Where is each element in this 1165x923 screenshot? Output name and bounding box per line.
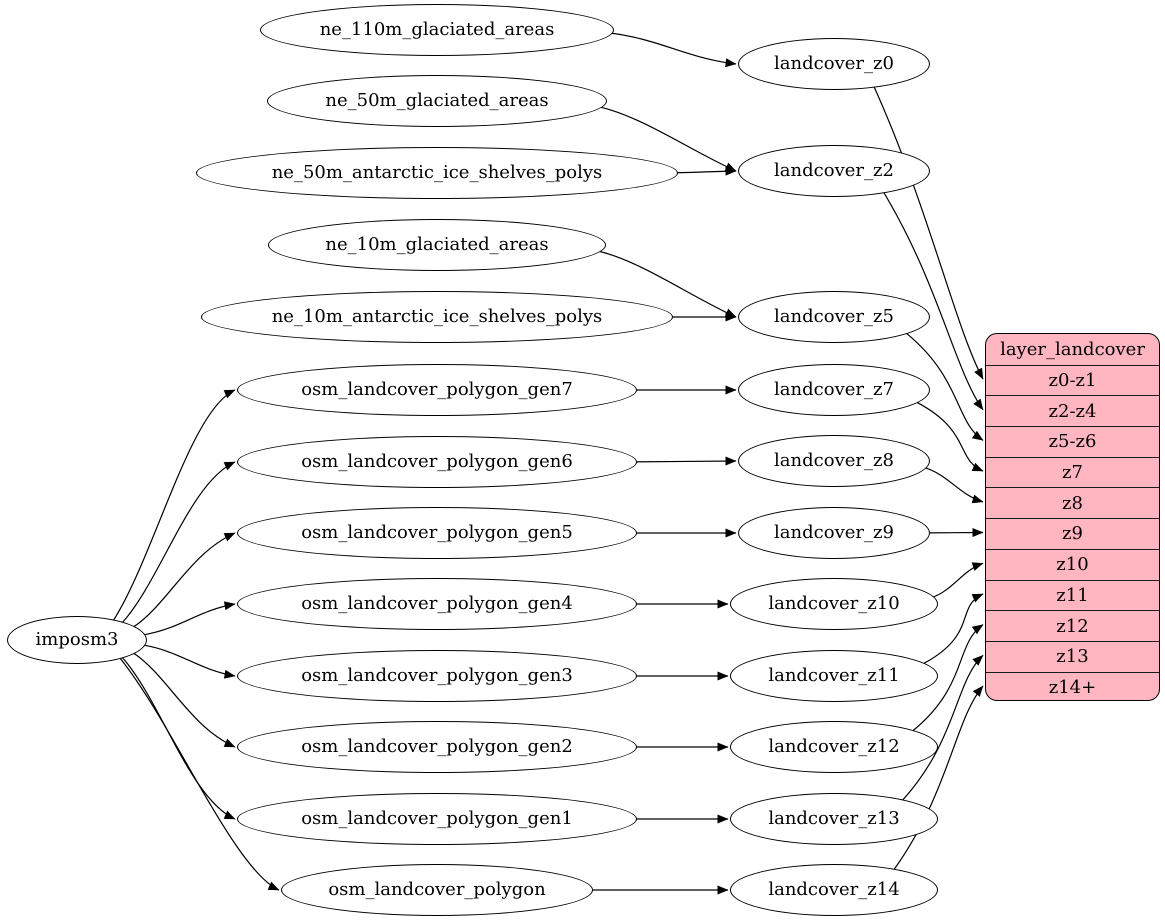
edge-landcover_z0-to-layer_landcover-z0-z1 bbox=[873, 86, 984, 380]
edge-imposm3-to-osm_landcover_polygon_gen5 bbox=[133, 532, 236, 628]
edge-landcover_z2-to-layer_landcover-z2-z4 bbox=[883, 192, 984, 411]
table-row-z12: z12 bbox=[986, 610, 1159, 641]
node-label: landcover_z7 bbox=[774, 379, 894, 400]
edge-landcover_z12-to-layer_landcover-z12 bbox=[912, 624, 984, 732]
node-osm_landcover_polygon_gen5: osm_landcover_polygon_gen5 bbox=[237, 507, 637, 559]
node-osm_landcover_polygon_gen7: osm_landcover_polygon_gen7 bbox=[237, 364, 637, 416]
edge-imposm3-to-osm_landcover_polygon_gen6 bbox=[122, 461, 236, 623]
node-label: landcover_z0 bbox=[774, 53, 894, 74]
node-label: osm_landcover_polygon_gen4 bbox=[301, 593, 573, 614]
edge-ne_50m_antarctic_ice_shelves_polys-to-landcover_z2 bbox=[673, 166, 737, 176]
node-label: osm_landcover_polygon_gen7 bbox=[301, 379, 573, 400]
edge-landcover_z14-to-layer_landcover-z14+ bbox=[893, 685, 984, 870]
node-landcover_z7: landcover_z7 bbox=[738, 364, 930, 416]
node-label: osm_landcover_polygon_gen6 bbox=[301, 451, 573, 472]
edge-osm_landcover_polygon_gen6-to-landcover_z8 bbox=[632, 456, 737, 466]
node-label: landcover_z12 bbox=[768, 736, 900, 757]
node-label: osm_landcover_polygon_gen2 bbox=[301, 736, 573, 757]
edge-imposm3-to-osm_landcover_polygon_gen1 bbox=[121, 657, 236, 820]
edge-imposm3-to-osm_landcover_polygon_gen7 bbox=[113, 389, 236, 621]
node-landcover_z11: landcover_z11 bbox=[730, 650, 938, 702]
node-imposm3: imposm3 bbox=[7, 616, 147, 664]
table-row-z7: z7 bbox=[986, 456, 1159, 488]
table-row-z0-z1: z0-z1 bbox=[986, 364, 1159, 396]
node-osm_landcover_polygon: osm_landcover_polygon bbox=[281, 864, 593, 916]
node-landcover_z8: landcover_z8 bbox=[738, 435, 930, 487]
node-osm_landcover_polygon_gen6: osm_landcover_polygon_gen6 bbox=[237, 436, 637, 488]
node-label: landcover_z9 bbox=[774, 522, 894, 543]
node-landcover_z14: landcover_z14 bbox=[730, 864, 938, 916]
table-row-z8: z8 bbox=[986, 487, 1159, 518]
node-label: landcover_z11 bbox=[768, 665, 900, 686]
edge-imposm3-to-osm_landcover_polygon_gen3 bbox=[143, 644, 236, 679]
node-label: ne_110m_glaciated_areas bbox=[319, 19, 555, 40]
node-label: ne_50m_glaciated_areas bbox=[325, 90, 549, 111]
node-landcover_z9: landcover_z9 bbox=[738, 507, 930, 559]
node-label: landcover_z10 bbox=[768, 593, 900, 614]
edge-ne_110m_glaciated_areas-to-landcover_z0 bbox=[609, 32, 737, 68]
node-label: imposm3 bbox=[35, 629, 119, 650]
node-label: osm_landcover_polygon_gen1 bbox=[301, 808, 573, 829]
edge-landcover_z11-to-layer_landcover-z11 bbox=[923, 593, 984, 665]
node-ne_10m_antarctic_ice_shelves_polys: ne_10m_antarctic_ice_shelves_polys bbox=[201, 291, 673, 343]
edge-imposm3-to-osm_landcover_polygon_gen2 bbox=[133, 652, 236, 748]
node-label: landcover_z2 bbox=[774, 160, 894, 181]
node-ne_50m_antarctic_ice_shelves_polys: ne_50m_antarctic_ice_shelves_polys bbox=[196, 147, 678, 199]
node-landcover_z13: landcover_z13 bbox=[730, 793, 938, 845]
table-row-z5-z6: z5-z6 bbox=[986, 426, 1159, 457]
node-landcover_z0: landcover_z0 bbox=[738, 38, 930, 90]
node-osm_landcover_polygon_gen3: osm_landcover_polygon_gen3 bbox=[237, 650, 637, 702]
node-landcover_z2: landcover_z2 bbox=[738, 145, 930, 197]
edge-landcover_z13-to-layer_landcover-z13 bbox=[902, 654, 984, 801]
table-title: layer_landcover bbox=[1000, 338, 1145, 360]
edge-landcover_z7-to-layer_landcover-z7 bbox=[916, 401, 984, 472]
edge-ne_50m_glaciated_areas-to-landcover_z2 bbox=[599, 106, 737, 172]
edge-imposm3-to-osm_landcover_polygon_gen4 bbox=[143, 601, 236, 636]
node-ne_10m_glaciated_areas: ne_10m_glaciated_areas bbox=[268, 219, 606, 271]
node-label: landcover_z14 bbox=[768, 879, 900, 900]
node-landcover_z5: landcover_z5 bbox=[738, 291, 930, 343]
node-label: ne_10m_glaciated_areas bbox=[325, 234, 549, 255]
table-row-z11: z11 bbox=[986, 579, 1159, 611]
edge-landcover_z5-to-layer_landcover-z5-z6 bbox=[906, 332, 984, 441]
table-row-z13: z13 bbox=[986, 640, 1159, 672]
edge-landcover_z8-to-layer_landcover-z8 bbox=[924, 467, 984, 504]
edge-imposm3-to-osm_landcover_polygon bbox=[119, 657, 280, 891]
node-landcover_z10: landcover_z10 bbox=[730, 578, 938, 630]
node-landcover_z12: landcover_z12 bbox=[730, 721, 938, 773]
node-ne_110m_glaciated_areas: ne_110m_glaciated_areas bbox=[260, 4, 614, 56]
node-label: ne_50m_antarctic_ice_shelves_polys bbox=[271, 162, 603, 183]
node-osm_landcover_polygon_gen2: osm_landcover_polygon_gen2 bbox=[237, 721, 637, 773]
node-label: landcover_z13 bbox=[768, 808, 900, 829]
table-row-z14+: z14+ bbox=[986, 671, 1159, 701]
node-label: landcover_z5 bbox=[774, 306, 894, 327]
node-label: ne_10m_antarctic_ice_shelves_polys bbox=[271, 306, 603, 327]
node-osm_landcover_polygon_gen1: osm_landcover_polygon_gen1 bbox=[237, 793, 637, 845]
table-row-z10: z10 bbox=[986, 548, 1159, 580]
edge-ne_10m_glaciated_areas-to-landcover_z5 bbox=[597, 250, 737, 318]
node-ne_50m_glaciated_areas: ne_50m_glaciated_areas bbox=[267, 75, 607, 127]
node-label: osm_landcover_polygon_gen3 bbox=[301, 665, 573, 686]
table-row-z2-z4: z2-z4 bbox=[986, 395, 1159, 426]
node-osm_landcover_polygon_gen4: osm_landcover_polygon_gen4 bbox=[237, 578, 637, 630]
edge-landcover_z10-to-layer_landcover-z10 bbox=[932, 562, 984, 598]
table-row-z9: z9 bbox=[986, 518, 1159, 549]
node-label: osm_landcover_polygon bbox=[328, 879, 546, 900]
node-label: osm_landcover_polygon_gen5 bbox=[301, 522, 573, 543]
node-label: landcover_z8 bbox=[774, 450, 894, 471]
